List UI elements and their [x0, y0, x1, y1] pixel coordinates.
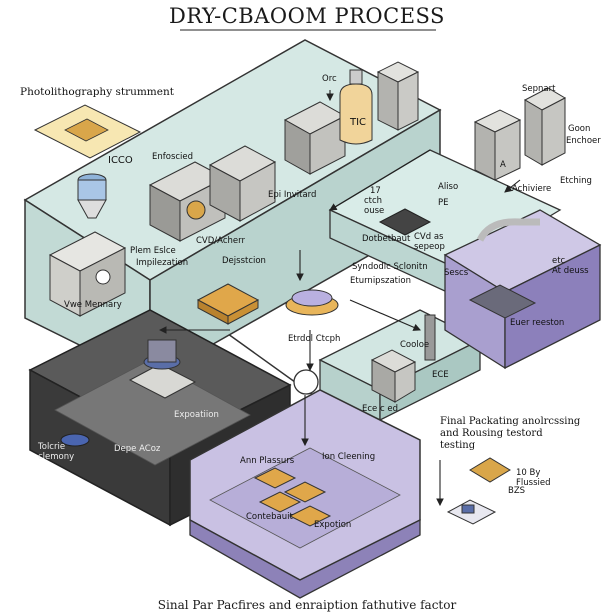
stepper-tool	[128, 339, 197, 399]
flow-arrows	[158, 90, 521, 507]
label-enchoer: Enchoer	[566, 136, 601, 146]
top-right-etchers	[473, 87, 567, 181]
packaging-tiles	[253, 467, 332, 527]
label-ece: ECE	[432, 370, 449, 380]
label-expoatiion: Expoatiion	[174, 410, 219, 420]
label-plem-etcher: Plem Eslce	[130, 246, 176, 256]
label-epi-invitard: Epi Invitard	[268, 190, 317, 200]
label-deposition: Dejsstcion	[222, 256, 266, 266]
gauge-icon	[293, 369, 319, 395]
label-contebauit: Contebauit	[246, 512, 293, 522]
label-final-packaging: Final Packating anolrcssing and Rousing …	[440, 416, 581, 451]
label-goon: Goon	[568, 124, 591, 134]
label-enfoscied: Enfoscied	[152, 152, 194, 162]
deposition-tile	[196, 283, 260, 325]
label-symbolic-etch: Syndodic Sclonitn	[352, 262, 428, 272]
label-icco: ICCO	[108, 155, 133, 166]
chemical-bottle	[339, 69, 373, 145]
label-bzs: BZS	[508, 486, 526, 496]
label-sescs: Sescs	[444, 268, 469, 278]
implanter-machine	[48, 231, 127, 317]
label-vwe-mennary: Vwe Mennary	[64, 300, 122, 310]
wafer-chip	[60, 433, 90, 447]
label-cvd-as: CVd as sepeop	[414, 232, 445, 252]
label-photolithography: Photolithography strumment	[20, 86, 174, 98]
wafer-tray	[378, 208, 432, 236]
etcher-machine	[208, 145, 277, 222]
label-tolcrie-clemony: Tolcrie clemony	[38, 442, 75, 462]
label-ann-plassurs: Ann Plassurs	[240, 456, 295, 466]
label-expotion: Expotion	[314, 520, 352, 530]
final-chips	[446, 457, 511, 525]
label-dotbetbaut: Dotbetbaut	[362, 234, 411, 244]
label-achiviere: Achiviere	[512, 184, 552, 194]
label-17: 17	[370, 186, 381, 196]
metrology-machine	[370, 314, 436, 403]
label-ece-ed: Ece c ed	[362, 404, 398, 414]
label-etch-depth: Etrdol Ctcph	[288, 334, 341, 344]
label-orc: Orc	[322, 74, 337, 84]
label-ion-cleaning: Ion Cleening	[322, 452, 376, 462]
diagram-title: DRY-CBAOOM PROCESS	[169, 4, 445, 28]
label-cooloe: Cooloe	[400, 340, 430, 350]
label-by-mark: 10 By Flussied	[516, 468, 551, 488]
diagram-footer: Sinal Par Pacfires and enraiption fathut…	[157, 598, 457, 612]
label-aliso: Aliso	[438, 182, 459, 192]
label-cvd-acherr: CVD/Acherr	[196, 236, 245, 246]
label-etch-sub: Eturnipszation	[350, 276, 411, 286]
epi-machine	[283, 101, 347, 175]
reticle-mask	[33, 104, 142, 159]
etching-chamber-box	[443, 209, 602, 370]
label-depe-acoz: Depe ACoz	[114, 444, 161, 454]
gas-cabinet	[376, 61, 420, 131]
label-ctch-ouse: ctch ouse	[364, 196, 385, 216]
label-at-deuss: At deuss	[552, 266, 589, 276]
wafer-loader	[77, 173, 107, 219]
label-tic: TIC	[350, 117, 367, 128]
chamber-array	[468, 284, 537, 319]
label-euer-reeston: Euer reeston	[510, 318, 565, 328]
label-implantation: Impilezation	[136, 258, 189, 268]
label-etching: Etching	[560, 176, 592, 186]
label-etc: etc	[552, 256, 566, 266]
process-pipe	[476, 218, 540, 242]
wafer-dish	[285, 289, 339, 316]
label-sepnart: Sepnart	[522, 84, 556, 94]
label-a-mark: A	[500, 160, 506, 170]
label-pe: PE	[438, 198, 449, 208]
